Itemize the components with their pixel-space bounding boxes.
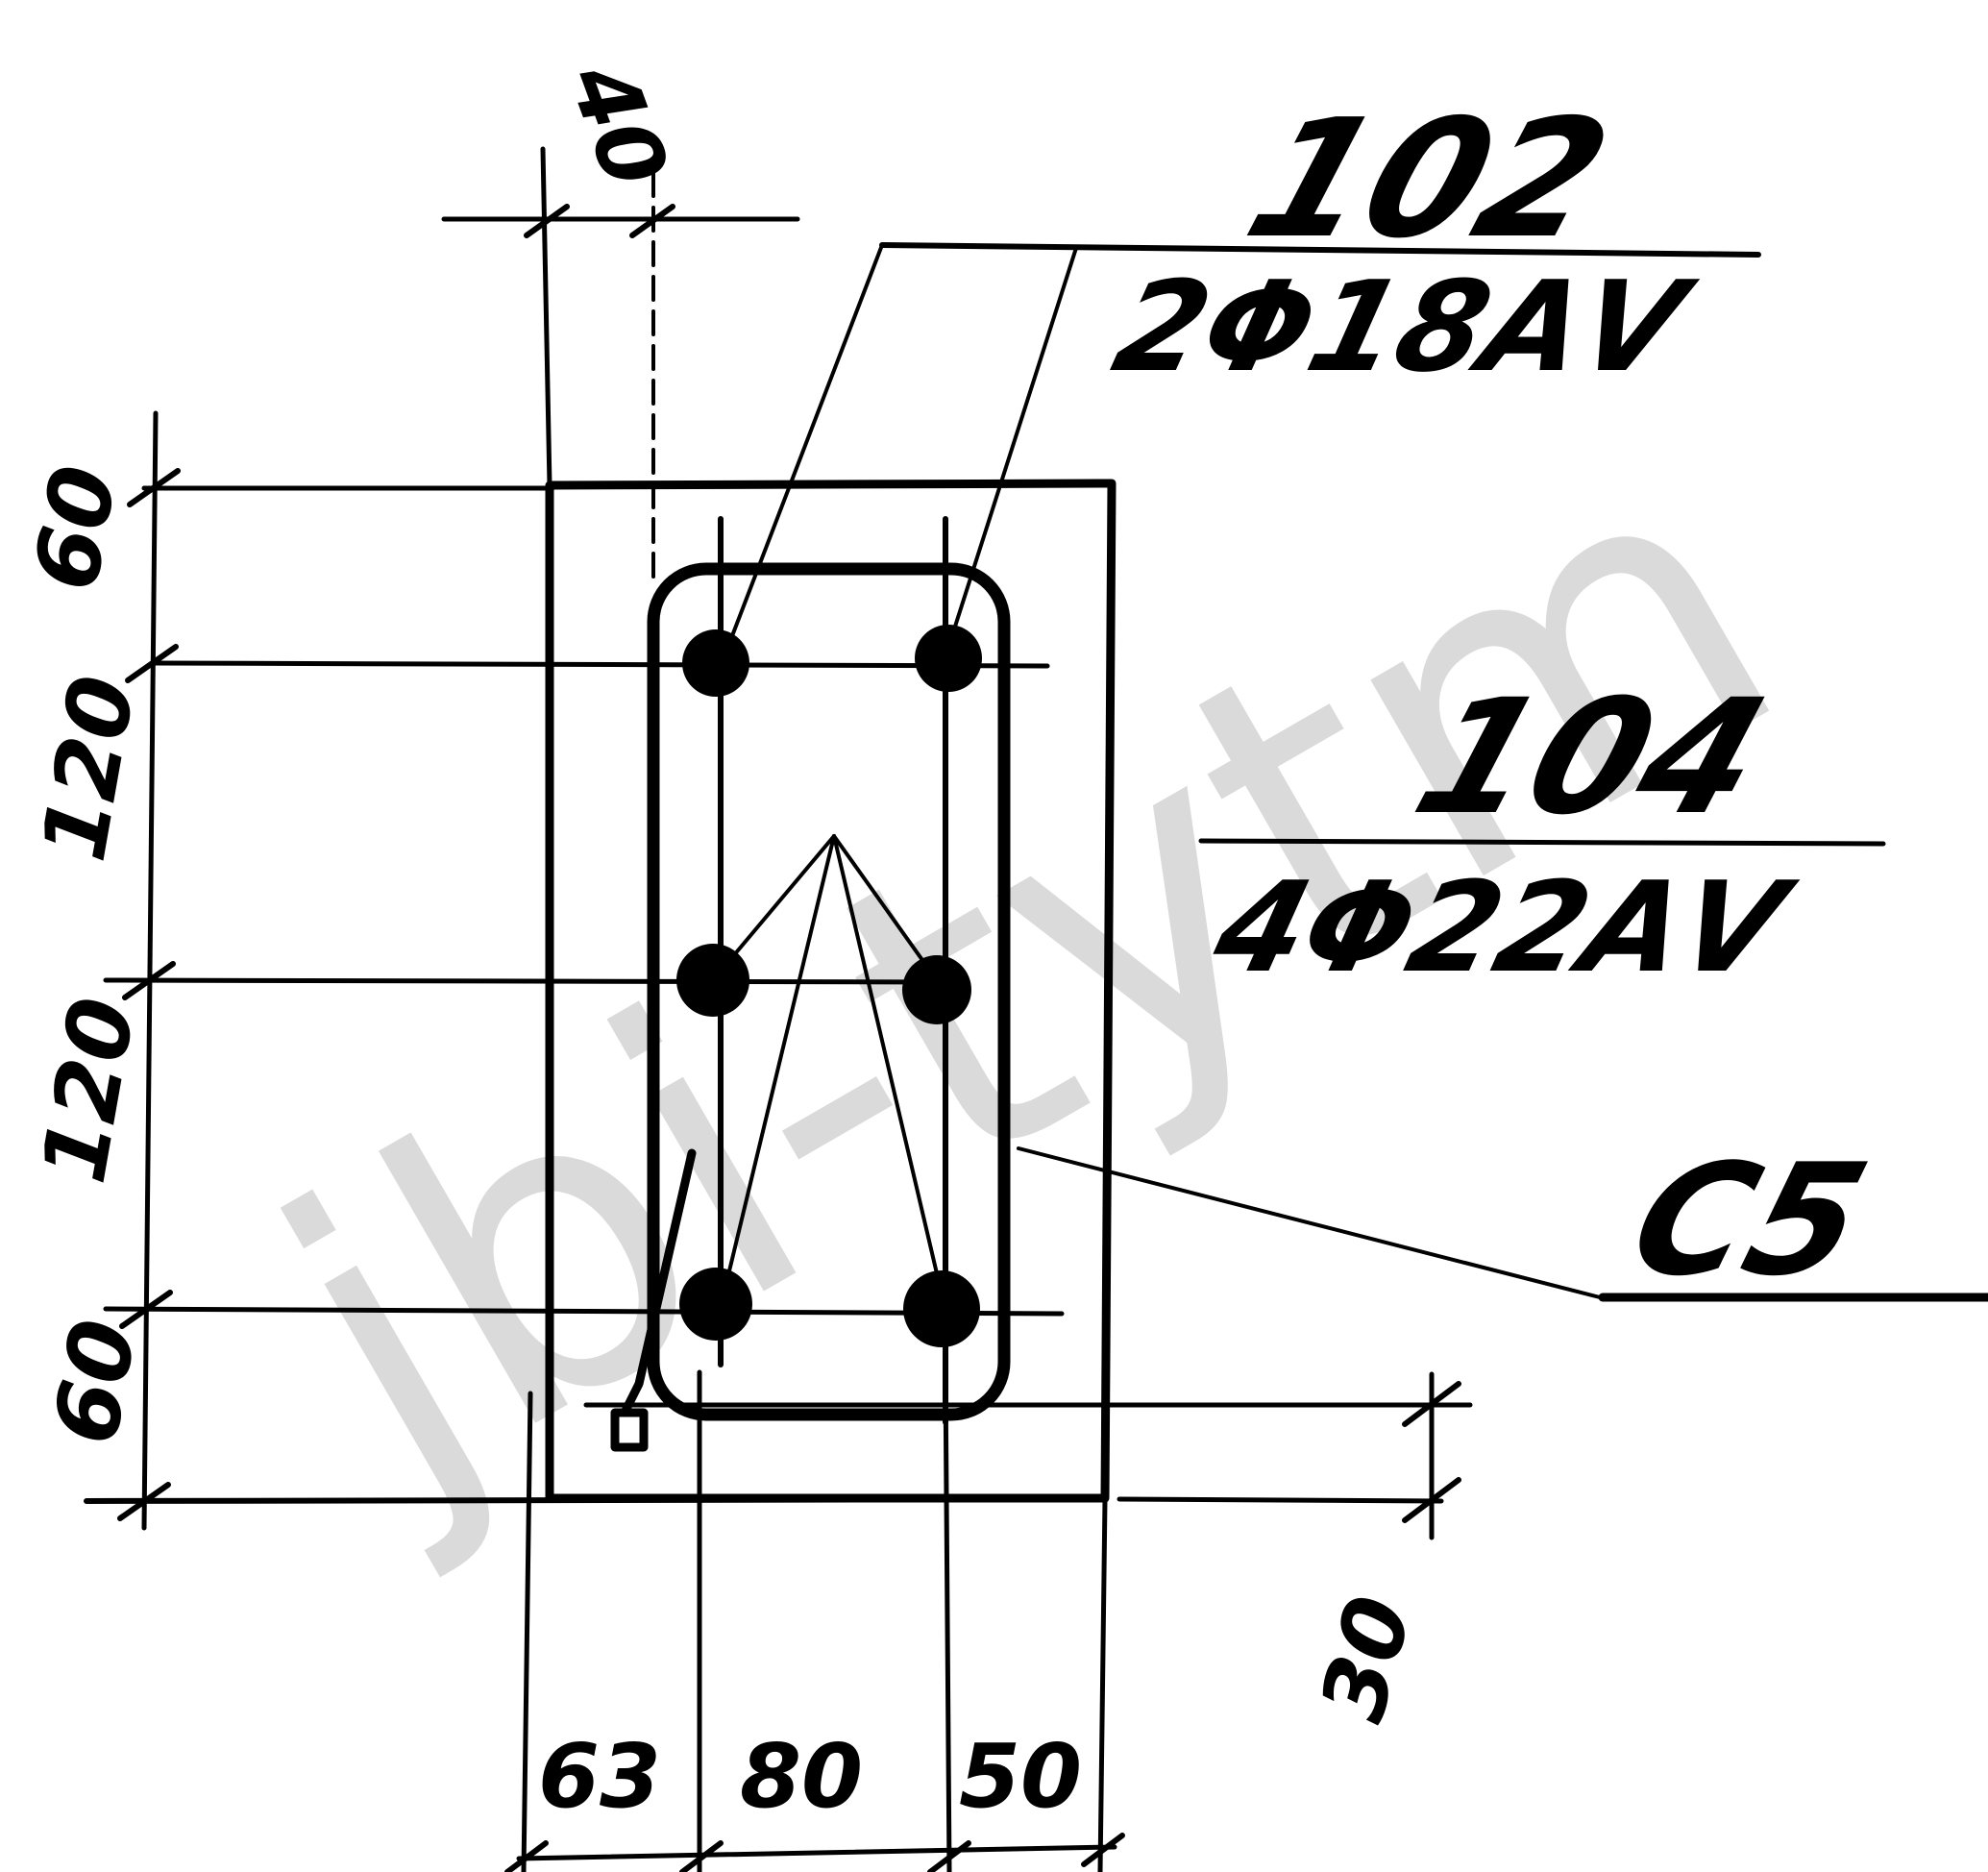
right-ext-line-outline <box>1117 1496 1444 1504</box>
dim-left-60-top: 60 <box>14 458 137 598</box>
rebar-top-left <box>682 629 749 697</box>
ext-line-row2 <box>103 977 945 985</box>
rebar-mid-right <box>902 955 971 1024</box>
callout-102-mark: 102 <box>1227 85 1630 275</box>
bottom-ext-line-3 <box>943 1369 952 1872</box>
stirrup-hook <box>620 1148 697 1417</box>
stirrup-c5 <box>647 562 1011 1421</box>
ext-line-bottom <box>84 1496 1108 1504</box>
dim-left-60-bottom: 60 <box>34 1313 157 1452</box>
leader-102-a <box>724 243 884 655</box>
rebar-bottom-right <box>903 1270 980 1347</box>
ext-line-row1 <box>151 660 1050 669</box>
leader-c5 <box>1017 1146 1602 1299</box>
dim-left-120-upper: 120 <box>22 669 156 869</box>
leader-102-shelf <box>879 242 1761 258</box>
leader-104-shelf <box>1198 838 1886 847</box>
rebar-bottom-left <box>679 1268 752 1341</box>
rebar-mid-left <box>676 944 749 1017</box>
callout-104-mark: 104 <box>1396 665 1787 850</box>
dim-right-offset: 30 <box>1301 1586 1432 1731</box>
rebar-top-right <box>915 625 982 692</box>
callout-c5-mark: С5 <box>1613 1130 1884 1310</box>
top-ext-line-left <box>540 146 552 488</box>
stirrup-hook-end <box>610 1408 649 1452</box>
leader-104-c <box>719 834 836 1309</box>
dim-bottom-50: 50 <box>959 1725 1082 1828</box>
leader-104-d <box>832 834 945 1304</box>
bottom-ext-line-1 <box>521 1391 533 1872</box>
dim-bottom-63: 63 <box>538 1725 661 1828</box>
dim-left-120-lower: 120 <box>22 991 156 1191</box>
ext-line-row3 <box>103 1306 1065 1317</box>
callout-102-spec: 2Φ18AⅤ <box>1101 255 1706 401</box>
leader-102-b <box>945 246 1078 655</box>
callout-104-spec: 4Φ22AⅤ <box>1200 855 1806 1001</box>
bottom-ext-line-4 <box>1097 1496 1108 1872</box>
bottom-dim-line <box>516 1844 1117 1861</box>
dim-top-offset: 40 <box>549 49 688 201</box>
left-dim-line <box>141 410 159 1531</box>
dim-bottom-80: 80 <box>740 1725 863 1828</box>
